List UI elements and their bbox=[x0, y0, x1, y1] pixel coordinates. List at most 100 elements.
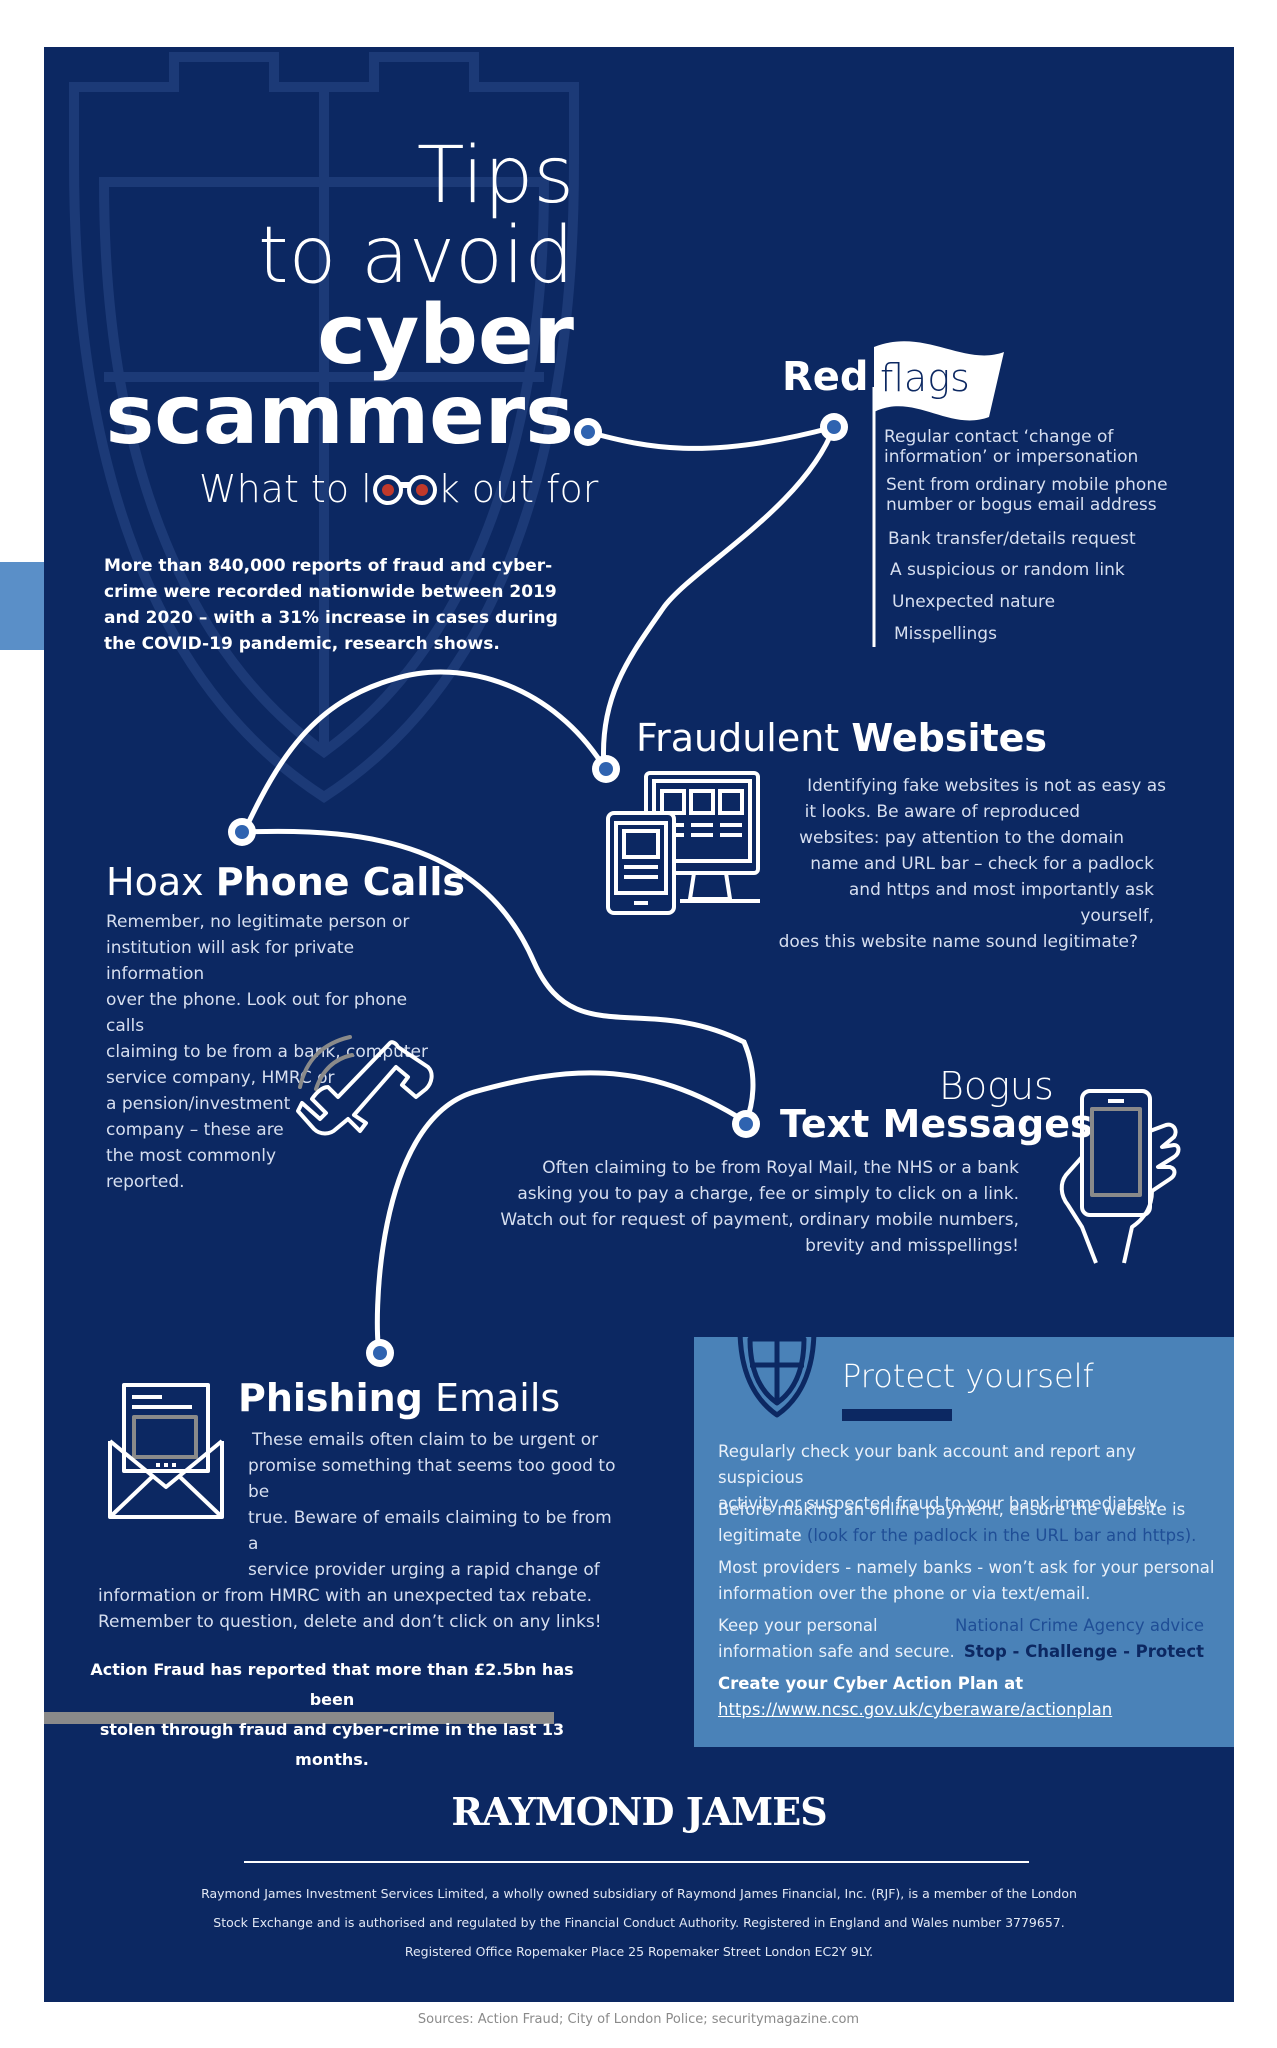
protect-p4-line-2: information safe and secure. bbox=[718, 1642, 955, 1661]
texts-bold: Text Messages bbox=[780, 1102, 1093, 1146]
phishing-bold: Phishing bbox=[238, 1376, 423, 1420]
disclaimer-line-1: Raymond James Investment Services Limite… bbox=[201, 1886, 1077, 1901]
title-line-1: Tips bbox=[416, 131, 574, 221]
raymond-james-logo: RAYMOND JAMES bbox=[451, 1789, 827, 1834]
phone-thin: Hoax bbox=[106, 860, 204, 904]
action-fraud-line-1: Action Fraud has reported that more than… bbox=[90, 1660, 574, 1709]
title-line-2: to avoid bbox=[258, 211, 574, 301]
intro-stat: More than 840,000 reports of fraud and c… bbox=[104, 556, 558, 654]
websites-heading: Fraudulent Websites bbox=[636, 719, 1047, 757]
texts-bold-heading: Text Messages bbox=[780, 1105, 1093, 1143]
red-flags-bold: Red bbox=[782, 354, 869, 400]
connector-nodes bbox=[228, 413, 848, 1367]
protect-yourself-box: Protect yourself Regularly check your ba… bbox=[694, 1311, 1234, 1747]
flag-item-5: Unexpected nature bbox=[892, 592, 1056, 612]
envelope-icon bbox=[108, 1383, 224, 1519]
texts-thin-heading: Bogus bbox=[939, 1064, 1054, 1108]
flag-item-6: Misspellings bbox=[894, 624, 997, 644]
connector-texts-phishing bbox=[374, 1070, 749, 1355]
websites-thin: Fraudulent bbox=[636, 716, 840, 760]
protect-p2-line-2: legitimate (look for the padlock in the … bbox=[718, 1523, 1218, 1549]
sources: Sources: Action Fraud; City of London Po… bbox=[417, 2012, 860, 2027]
red-flags-thin-heading: flags bbox=[880, 359, 970, 397]
protect-p4-line-1: Keep your personal bbox=[718, 1616, 878, 1635]
phone-line-6: a pension/investment bbox=[106, 1094, 291, 1114]
protect-title: Protect yourself bbox=[842, 1357, 1094, 1395]
cyber-plan-label: Create your Cyber Action Plan at bbox=[718, 1674, 1024, 1693]
phone-handset-icon bbox=[296, 1035, 434, 1136]
phone-heading: Hoax Phone Calls bbox=[106, 863, 465, 901]
protect-p1: Regularly check your bank account and re… bbox=[718, 1439, 1218, 1517]
phishing-line-4: service provider urging a rapid change o… bbox=[248, 1560, 600, 1580]
connector-title-redflags bbox=[585, 424, 837, 451]
devices-icon bbox=[606, 771, 760, 915]
shield-icon bbox=[737, 1311, 817, 1418]
phone-line-1: Remember, no legitimate person or bbox=[106, 912, 410, 932]
action-fraud-bar bbox=[44, 1712, 554, 1724]
protect-p1-line-2: activity or suspected fraud to your bank… bbox=[718, 1494, 1161, 1513]
phishing-line-2: promise something that seems too good to… bbox=[248, 1456, 616, 1502]
connector-websites-phone bbox=[241, 669, 607, 835]
texts-line-3: Watch out for request of payment, ordina… bbox=[500, 1210, 1019, 1230]
protect-p3: Most providers - namely banks - won’t as… bbox=[718, 1555, 1218, 1607]
protect-p1-line-1: Regularly check your bank account and re… bbox=[718, 1442, 1136, 1487]
texts-line-1: Often claiming to be from Royal Mail, th… bbox=[542, 1158, 1019, 1178]
title-block: Tips to avoid cyber scammers bbox=[104, 131, 575, 457]
smartphone-hand-icon bbox=[1059, 1089, 1181, 1264]
websites-line-1: Identifying fake websites is not as easy… bbox=[807, 776, 1166, 796]
flag-item-1b: information’ or impersonation bbox=[884, 447, 1139, 467]
action-fraud-stat: Action Fraud has reported that more than… bbox=[72, 1655, 592, 1775]
nca-stop-challenge-protect: Stop - Challenge - Protect bbox=[963, 1642, 1204, 1661]
protect-p2-legitimate: legitimate bbox=[718, 1526, 802, 1545]
disclaimer-line-2: Stock Exchange and is authorised and reg… bbox=[213, 1915, 1065, 1930]
websites-line-5: and https and most importantly ask yours… bbox=[848, 880, 1154, 926]
flag-item-3: Bank transfer/details request bbox=[888, 529, 1136, 549]
flag-item-2a: Sent from ordinary mobile phone bbox=[886, 475, 1168, 495]
nca-advice-label: National Crime Agency advice bbox=[955, 1616, 1204, 1635]
protect-title-underline bbox=[842, 1409, 952, 1421]
disclaimer-line-3: Registered Office Ropemaker Place 25 Rop… bbox=[404, 1944, 874, 1959]
phishing-line-1: These emails often claim to be urgent or bbox=[252, 1430, 599, 1450]
websites-line-3: websites: pay attention to the domain bbox=[799, 828, 1124, 848]
protect-p3-line-2: information over the phone or via text/e… bbox=[718, 1584, 1091, 1603]
flag-item-2b: number or bogus email address bbox=[886, 495, 1157, 515]
phishing-line-5: information or from HMRC with an unexpec… bbox=[98, 1586, 593, 1606]
websites-line-6: does this website name sound legitimate? bbox=[778, 932, 1138, 952]
action-fraud-line-2: stolen through fraud and cyber-crime in … bbox=[99, 1720, 565, 1769]
phishing-line-6: Remember to question, delete and don’t c… bbox=[98, 1612, 602, 1632]
phone-line-7: company – these are bbox=[106, 1120, 284, 1140]
texts-body: Often claiming to be from Royal Mail, th… bbox=[464, 1155, 1034, 1259]
protect-p3-line-1: Most providers - namely banks - won’t as… bbox=[718, 1558, 1215, 1577]
protect-p4: Keep your personal information safe and … bbox=[718, 1613, 958, 1665]
phishing-line-3: true. Beware of emails claiming to be fr… bbox=[248, 1508, 612, 1554]
websites-body: Identifying fake websites is not as easy… bbox=[774, 773, 1194, 955]
cyber-plan-link[interactable]: https://www.ncsc.gov.uk/cyberaware/actio… bbox=[718, 1700, 1113, 1719]
connector-redflags-websites bbox=[600, 424, 837, 770]
websites-line-2: it looks. Be aware of reproduced bbox=[804, 802, 1080, 822]
phone-line-3: over the phone. Look out for phone calls bbox=[106, 990, 408, 1036]
subtitle-pre: What to l bbox=[199, 467, 372, 511]
title-line-3: cyber bbox=[317, 288, 574, 383]
websites-bold: Websites bbox=[851, 716, 1048, 760]
phone-body: Remember, no legitimate person or instit… bbox=[106, 909, 446, 1195]
protect-p2-line-1: Before making an online payment, ensure … bbox=[718, 1500, 1186, 1519]
nca-advice: National Crime Agency advice Stop - Chal… bbox=[954, 1613, 1204, 1665]
subtitle: What to l k out for bbox=[199, 467, 598, 511]
texts-line-4: brevity and misspellings! bbox=[805, 1236, 1019, 1256]
red-flags-thin: flags bbox=[880, 356, 970, 400]
phishing-thin: Emails bbox=[434, 1376, 561, 1420]
connector-phone-texts bbox=[241, 828, 756, 1125]
title-line-4: scammers bbox=[105, 368, 575, 463]
phone-line-2: institution will ask for private informa… bbox=[106, 938, 355, 984]
infographic-panel: Tips to avoid cyber scammers What to l k … bbox=[44, 47, 1234, 2002]
disclaimer: Raymond James Investment Services Limite… bbox=[164, 1879, 1114, 1966]
phone-line-9: reported. bbox=[106, 1172, 185, 1192]
binoculars-icon bbox=[372, 475, 437, 505]
phishing-body: These emails often claim to be urgent or… bbox=[98, 1427, 618, 1635]
flag-item-4: A suspicious or random link bbox=[890, 560, 1125, 580]
phone-line-5: service company, HMRC or bbox=[106, 1068, 335, 1088]
protect-p2-padlock-note: (look for the padlock in the URL bar and… bbox=[806, 1526, 1197, 1545]
subtitle-post: k out for bbox=[437, 467, 599, 511]
background-decoration bbox=[44, 52, 1029, 1863]
flag-item-1a: Regular contact ‘change of bbox=[884, 427, 1114, 447]
